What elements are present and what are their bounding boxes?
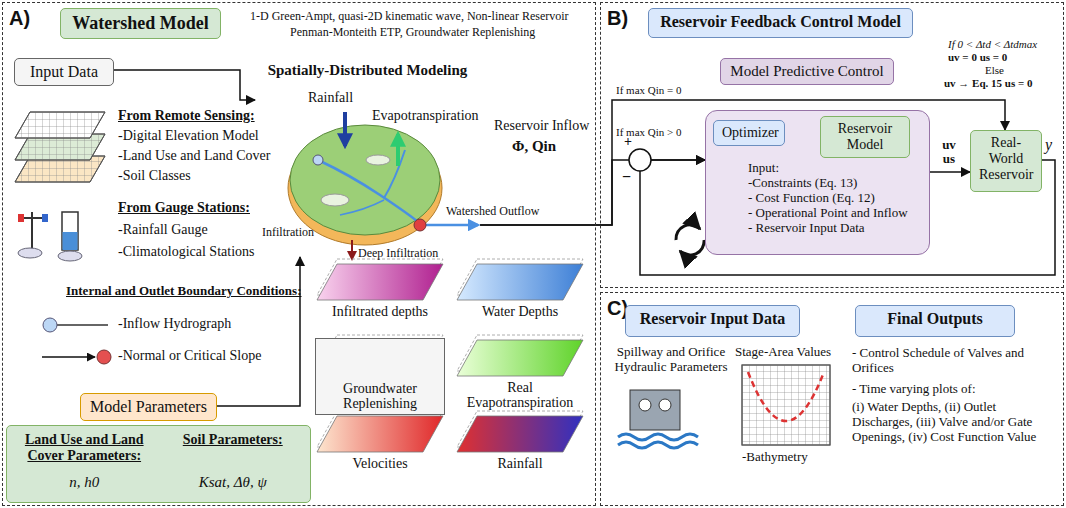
node-text: Spatially-Distributed Modeling xyxy=(255,62,480,79)
parameter-table: Land Use and Land Cover Parameters: n, h0… xyxy=(6,425,311,503)
node-text: n, h0 xyxy=(15,474,154,497)
annotation-label: Stage-Area Values xyxy=(735,345,831,360)
node-text: - Operational Point and Inflow xyxy=(748,206,921,221)
boundary-icons xyxy=(42,318,111,364)
annotation-label: Watershed Outflow xyxy=(446,205,539,219)
annotation-label: Penman-Monteith ETP, Groundwater Repleni… xyxy=(290,26,535,40)
annotation-label: uv = 0 us = 0 xyxy=(948,51,1007,64)
process-box: Reservoir Model xyxy=(820,116,910,158)
dam-icon xyxy=(618,390,698,448)
edge-label: If max Qin > 0 xyxy=(616,126,681,138)
input-box: Input Data xyxy=(14,58,114,86)
annotation-label: -Land Use and Land Cover xyxy=(118,148,270,164)
annotation-label: From Remote Sensing: xyxy=(118,108,255,124)
annotation-label: Spillway and Orifice Hydraulic Parameter… xyxy=(606,345,736,375)
header-box: Reservoir Input Data xyxy=(625,305,800,337)
node-text: Optimizer xyxy=(722,125,776,141)
result-map: Water Depths xyxy=(455,262,585,334)
node-text: Input: xyxy=(748,161,921,176)
annotation-label: -Bathymetry xyxy=(742,450,808,465)
header-box: Reservoir Feedback Control Model xyxy=(648,8,913,38)
annotation-label: - Control Schedule of Valves and Orifice… xyxy=(852,346,1057,376)
node-text: Model Parameters xyxy=(89,398,208,416)
result-map: Infiltrated depths xyxy=(315,262,445,334)
result-map: Velocities xyxy=(315,414,445,486)
summing-junction xyxy=(629,149,651,171)
annotation-label: Rainfall xyxy=(308,90,353,106)
node-text: Ksat, Δθ, ψ xyxy=(164,474,303,497)
annotation-label: Internal and Outlet Boundary Conditions: xyxy=(66,284,302,299)
result-map: Real Evapotranspiration xyxy=(455,338,585,413)
annotation-label: -Inflow Hydrograph xyxy=(118,316,231,332)
annotation-label: Evapotranspiration xyxy=(372,108,479,124)
annotation-label: Else xyxy=(985,64,1004,77)
node-text: Watershed Model xyxy=(71,13,210,34)
node-text: Reservoir Input Data xyxy=(636,310,789,328)
cycle-icon xyxy=(676,225,704,256)
annotation-label: -Normal or Critical Slope xyxy=(118,348,261,364)
node-text: Land Use and Land Cover Parameters: xyxy=(15,432,154,470)
node-text: Velocities xyxy=(319,456,441,471)
edge-label: If max Qin = 0 xyxy=(616,84,681,96)
remote-sensing-layers xyxy=(15,112,105,182)
annotation-label: 1-D Green-Ampt, quasi-2D kinematic wave,… xyxy=(250,10,569,24)
annotation-label: Deep Infiltration xyxy=(358,247,438,261)
annotation-label: uv → Eq. 15 us = 0 xyxy=(944,77,1033,90)
edge-label: y xyxy=(1045,136,1052,154)
annotation-label: From Gauge Stations: xyxy=(118,200,250,216)
annotation-label: − xyxy=(622,168,631,186)
node-text: - Reservoir Input Data xyxy=(748,221,921,236)
annotation-label: -Rainfall Gauge xyxy=(118,222,208,238)
node-text: - Cost Function (Eq. 12) xyxy=(748,191,921,206)
node-text: Rainfall xyxy=(459,456,581,471)
node-text: Reservoir Model xyxy=(829,121,901,153)
result-map: Groundwater Replenishing xyxy=(315,338,445,415)
node-text: Final Outputs xyxy=(866,310,1004,328)
annotation-label: -Climatological Stations xyxy=(118,244,255,260)
annotation-label: Φ, Qin xyxy=(512,138,556,155)
annotation-label: Infiltration xyxy=(262,226,314,240)
node-text: Real Evapotranspiration xyxy=(459,380,581,411)
gauge-icons xyxy=(18,212,82,261)
annotation-label: - Time varying plots of: xyxy=(852,382,976,397)
annotation-label: -Soil Classes xyxy=(118,168,191,184)
node-text: Soil Parameters: xyxy=(164,432,303,470)
parameter-box: Model Parameters xyxy=(80,393,217,421)
annotation-label: -Digital Elevation Model xyxy=(118,128,259,144)
node-text: Groundwater Replenishing xyxy=(320,381,440,412)
panel: A)Watershed ModelInput DataSpatially-Dis… xyxy=(2,2,596,506)
header-box: Model Predictive Control xyxy=(720,58,894,85)
node-text: Infiltrated depths xyxy=(319,304,441,319)
watershed-illustration xyxy=(288,112,478,259)
reservoir-box: Real-World Reservoir xyxy=(970,130,1042,192)
controller-box: Input:-Constraints (Eq. 13)- Cost Functi… xyxy=(705,110,930,255)
node-text: Water Depths xyxy=(459,304,581,319)
edge-label: uv us xyxy=(936,138,962,167)
node-text: Real-World Reservoir xyxy=(979,135,1033,183)
bathymetry-chart xyxy=(742,365,830,445)
connector xyxy=(114,70,255,100)
annotation-label: (i) Water Depths, (ii) Outlet Discharges… xyxy=(852,400,1057,445)
panel: C)Reservoir Input DataFinal Outputs xyxy=(600,292,1064,506)
result-map: Rainfall xyxy=(455,414,585,486)
annotation-label: If 0 < Δtd < Δtdmax xyxy=(948,38,1037,51)
node-text: Input Data xyxy=(23,63,105,81)
connector xyxy=(217,257,300,406)
header-box: Watershed Model xyxy=(60,8,221,39)
process-box: Optimizer xyxy=(713,120,785,146)
annotation-label: Reservoir Inflow xyxy=(494,118,589,134)
node-text: -Constraints (Eq. 13) xyxy=(748,176,921,191)
connector xyxy=(930,171,970,173)
node-text: Reservoir Feedback Control Model xyxy=(659,13,902,31)
node-text: Model Predictive Control xyxy=(729,63,885,80)
header-box: Final Outputs xyxy=(855,305,1015,337)
